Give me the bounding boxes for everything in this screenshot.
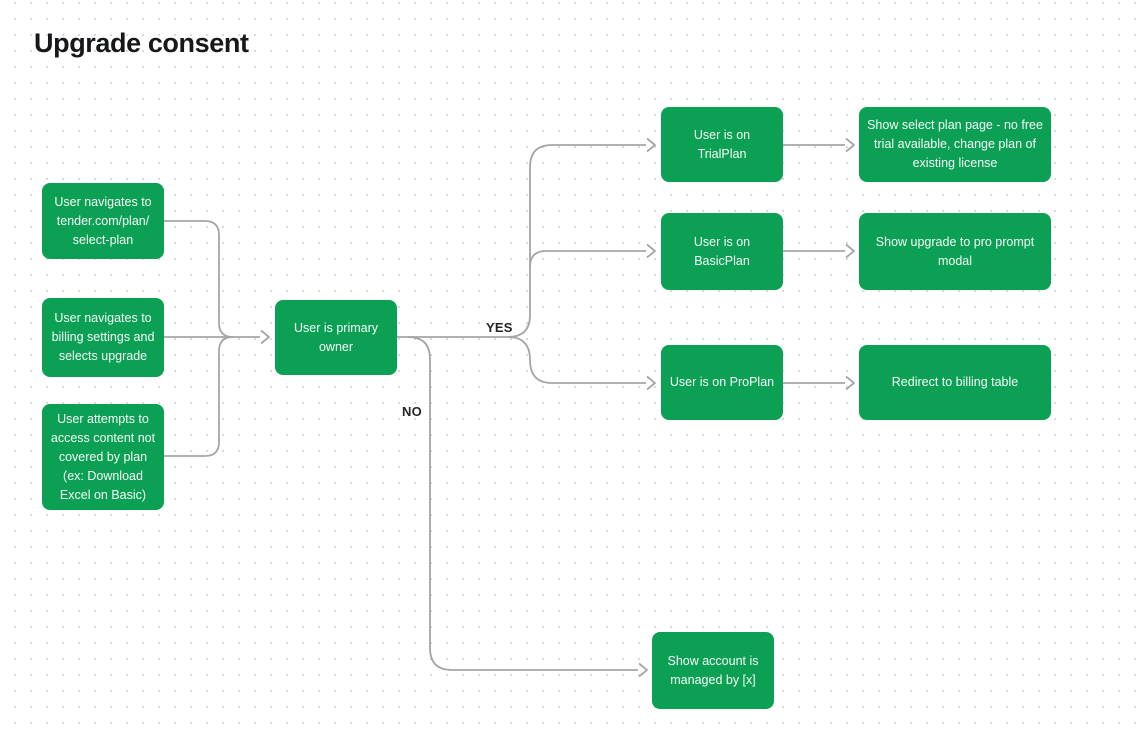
edge-yes-to-trialplan[interactable] [397,137,656,338]
edge-yes-to-proplan[interactable] [507,336,656,391]
node-show-upgrade-prompt[interactable]: Show upgrade to pro prompt modal [859,213,1051,290]
node-redirect-billing[interactable]: Redirect to billing table [859,345,1051,420]
edge-yes-to-basicplan[interactable] [529,243,656,268]
node-on-basicplan[interactable]: User is on BasicPlan [661,213,783,290]
node-show-select-plan[interactable]: Show select plan page - no free trial av… [859,107,1051,182]
node-nav-billing-upgrade[interactable]: User navigates to billing settings and s… [42,298,164,377]
node-account-managed[interactable]: Show account is managed by [x] [652,632,774,709]
node-on-trialplan[interactable]: User is on TrialPlan [661,107,783,182]
edge-attempt-access-to-primary-owner[interactable] [164,336,234,457]
edge-trialplan-to-show-select-plan[interactable] [783,137,855,153]
diagram-title: Upgrade consent [34,28,249,58]
node-attempt-access[interactable]: User attempts to access content not cove… [42,404,164,510]
edge-label-yes[interactable]: YES [486,320,513,335]
node-on-proplan[interactable]: User is on ProPlan [661,345,783,420]
node-nav-select-plan[interactable]: User navigates to tender.com/plan/ selec… [42,183,164,259]
edge-proplan-to-redirect-billing[interactable] [783,375,855,391]
edge-basicplan-to-show-upgrade-prompt[interactable] [783,243,855,259]
edge-nav-billing-to-primary-owner[interactable] [164,329,270,345]
edge-label-no[interactable]: NO [402,404,422,419]
edge-no-to-account-managed[interactable] [407,336,648,678]
edge-nav-select-plan-to-primary-owner[interactable] [164,220,234,338]
node-primary-owner[interactable]: User is primary owner [275,300,397,375]
